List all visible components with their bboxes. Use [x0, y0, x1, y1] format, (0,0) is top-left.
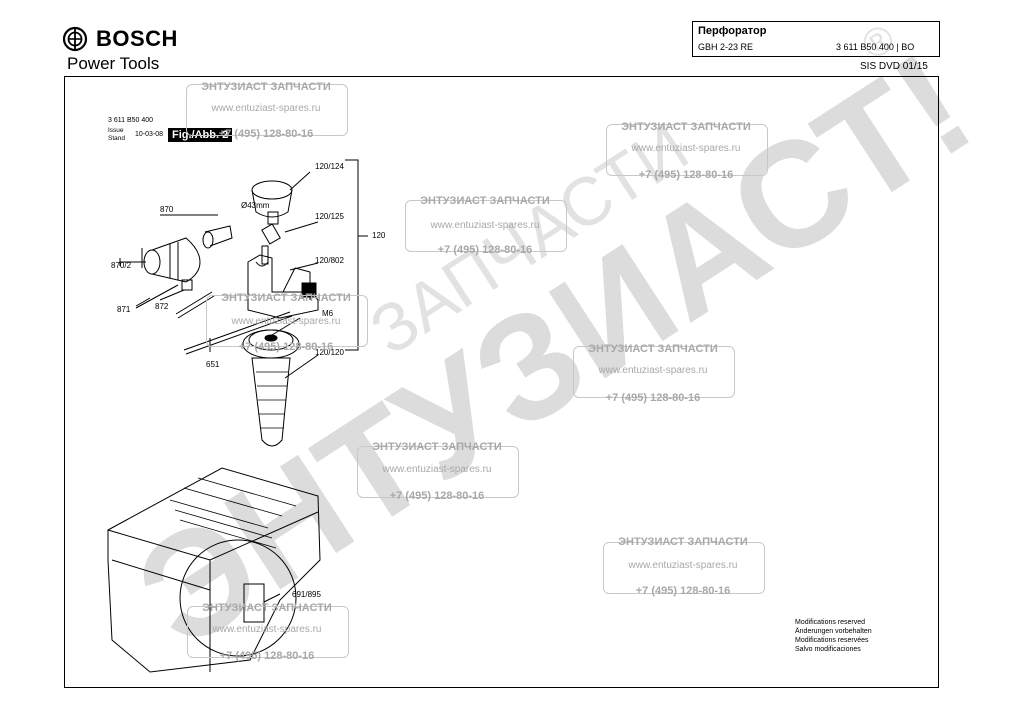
issue-date: 10-03-08 [135, 131, 164, 138]
part-label-870: 870 [160, 205, 174, 214]
part-label-120-125: 120/125 [315, 212, 344, 221]
watermark-title: ЭНТУЗИАСТ ЗАПЧАСТИ [420, 195, 550, 207]
watermark-phone: +7 (495) 128-80-16 [238, 341, 334, 353]
sis-version: SIS DVD 01/15 [860, 61, 928, 72]
modifications-fr: Modifications reservées [795, 637, 869, 644]
watermark-url: www.entuziast-spares.ru [231, 316, 341, 327]
watermark-stamp-6 [357, 446, 519, 498]
part-label-120-802: 120/802 [315, 256, 344, 265]
watermark-title: ЭНТУЗИАСТ ЗАПЧАСТИ [201, 81, 331, 93]
modifications-en: Modifications reserved [795, 619, 866, 626]
model-name: GBH 2-23 RE [698, 42, 754, 52]
watermark-stamp-8 [187, 606, 349, 658]
part-label-120: 120 [372, 231, 386, 240]
watermark-title: ЭНТУЗИАСТ ЗАПЧАСТИ [618, 536, 748, 548]
modifications-de: Änderungen vorbehalten [795, 628, 872, 635]
watermark-stamp-1 [186, 84, 348, 136]
brand-subtitle: Power Tools [67, 54, 160, 73]
part-label-872: 872 [155, 302, 169, 311]
watermark-stamp-4 [206, 295, 368, 347]
part-label-691-895: 691/895 [292, 590, 321, 599]
part-label-871: 871 [117, 305, 131, 314]
part-label-120-120: 120/120 [315, 348, 344, 357]
issue-label-en: Issue [108, 127, 124, 134]
watermark-url: www.entuziast-spares.ru [382, 464, 492, 475]
watermark-phone: +7 (495) 128-80-16 [389, 490, 485, 502]
watermark-phone: +7 (495) 128-80-16 [437, 244, 533, 256]
title-block [692, 21, 940, 57]
issue-label-de: Stand [108, 135, 125, 142]
watermark-url: www.entuziast-spares.ru [598, 365, 708, 376]
drawing-frame [64, 76, 939, 688]
watermark-phone: +7 (495) 128-80-16 [638, 169, 734, 181]
watermark-url: www.entuziast-spares.ru [212, 624, 322, 635]
issue-label: Issue Stand [108, 127, 125, 143]
watermark-stamp-2 [606, 124, 768, 176]
watermark-stamp-7 [603, 542, 765, 594]
product-title: Перфоратор [698, 25, 767, 37]
modifications-note: Modifications reserved Änderungen vorbeh… [795, 618, 872, 654]
watermark-stamp-5 [573, 346, 735, 398]
part-label-870-2: 870/2 [111, 261, 132, 270]
part-label-120-124: 120/124 [315, 162, 344, 171]
watermark-phone: +7 (495) 128-80-16 [218, 128, 314, 140]
watermark-phone: +7 (495) 128-80-16 [605, 392, 701, 404]
brand-name: BOSCH [96, 26, 178, 51]
watermark-url: www.entuziast-spares.ru [628, 560, 738, 571]
watermark-stamp-3 [405, 200, 567, 252]
watermark-title: ЭНТУЗИАСТ ЗАПЧАСТИ [588, 343, 718, 355]
watermark-url: www.entuziast-spares.ru [631, 143, 741, 154]
watermark-url: www.entuziast-spares.ru [430, 220, 540, 231]
part-label-m6: M6 [322, 309, 334, 318]
part-label-651: 651 [206, 360, 220, 369]
watermark-title: ЭНТУЗИАСТ ЗАПЧАСТИ [202, 602, 332, 614]
watermark-title: ЭНТУЗИАСТ ЗАПЧАСТИ [372, 441, 502, 453]
part-number: 3 611 B50 400 | BO [836, 42, 915, 52]
figure-doc-number: 3 611 B50 400 [108, 117, 154, 124]
watermark-url: www.entuziast-spares.ru [211, 103, 321, 114]
watermark-phone: +7 (495) 128-80-16 [635, 585, 731, 597]
modifications-es: Salvo modificaciones [795, 646, 861, 653]
watermark-title: ЭНТУЗИАСТ ЗАПЧАСТИ [221, 292, 351, 304]
watermark-title: ЭНТУЗИАСТ ЗАПЧАСТИ [621, 121, 751, 133]
part-label-43mm: Ø43mm [241, 201, 270, 210]
watermark-phone: +7 (495) 128-80-16 [219, 650, 315, 662]
